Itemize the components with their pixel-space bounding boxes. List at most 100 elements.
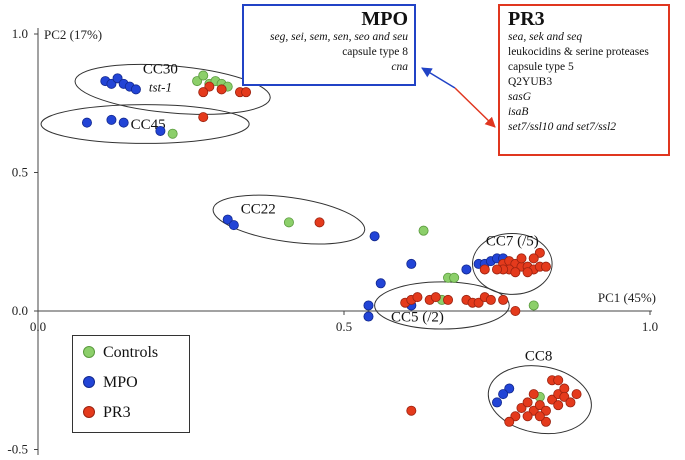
controls-marker-icon [83, 346, 95, 359]
mpo-box-line: seg, sei, sem, sen, seo and seu [270, 31, 408, 43]
cluster-label: CC5 (/2) [391, 310, 444, 326]
y-tick-label: 0.5 [12, 165, 28, 180]
pr3-point [485, 294, 496, 305]
x-tick-label: 0.0 [30, 319, 46, 334]
pr3-point [198, 87, 209, 98]
pr3-point [559, 383, 570, 394]
pr3-point [198, 112, 209, 123]
pr3-point [522, 411, 533, 422]
mpo-point [498, 389, 509, 400]
legend-label: MPO [103, 374, 138, 391]
pr3-point [204, 81, 215, 92]
mpo-point [112, 73, 123, 84]
legend-item-controls: Controls [83, 344, 158, 362]
pr3-point [565, 397, 576, 408]
pr3-info-box: PR3 sea, sek and seq leukocidins & serin… [498, 4, 670, 156]
mpo-point [375, 278, 386, 289]
pr3-point [216, 84, 227, 95]
mpo-point [130, 84, 141, 95]
pr3-box-line: capsule type 5 [508, 61, 574, 73]
mpo-box-line: cna [391, 61, 408, 73]
pr3-box-title: PR3 [508, 8, 545, 30]
pr3-point [547, 394, 558, 405]
pr3-box-line: leukocidins & serine proteases [508, 46, 649, 58]
pr3-point [553, 375, 564, 386]
controls-point [418, 225, 429, 236]
pr3-point [510, 267, 521, 278]
pr3-point [412, 292, 423, 303]
mpo-point [491, 397, 502, 408]
pr3-point [241, 87, 252, 98]
mpo-point [106, 78, 117, 89]
pr3-point [504, 416, 515, 427]
cluster-ellipse [472, 232, 553, 295]
mpo-point [228, 220, 239, 231]
cluster-ellipse [487, 365, 592, 435]
pr3-point [443, 294, 454, 305]
legend-label: Controls [103, 344, 159, 361]
pr3-box-line: Q2YUB3 [508, 76, 553, 88]
controls-point [167, 128, 178, 139]
pr3-point [516, 253, 527, 264]
pr3-point [534, 247, 545, 258]
pr3-box-line: set7/ssl10 and set7/ssl2 [508, 121, 616, 133]
pr3-box-line: isaB [508, 106, 529, 118]
mpo-point [406, 258, 417, 269]
cluster-label: CC7 (/5) [486, 233, 539, 249]
cluster-ellipse [374, 281, 510, 330]
mpo-point [461, 264, 472, 275]
y-axis-label: PC2 (17%) [44, 27, 102, 42]
pr3-point [522, 267, 533, 278]
controls-point [528, 300, 539, 311]
cluster-label: CC22 [241, 202, 276, 218]
pr3-point [571, 389, 582, 400]
cluster-ellipse [74, 63, 271, 115]
mpo-box-title: MPO [361, 8, 408, 30]
mpo-point [106, 114, 117, 125]
pr3-point [314, 217, 325, 228]
cluster-label: CC30 [143, 62, 178, 78]
legend: Controls MPO PR3 [72, 335, 190, 433]
y-tick-label: 0.0 [12, 303, 28, 318]
mpo-point [155, 125, 166, 136]
pr3-point [479, 264, 490, 275]
pr3-marker-icon [83, 406, 95, 419]
mpo-point [222, 214, 233, 225]
pr3-point [516, 402, 527, 413]
arrow-line-blue [421, 67, 456, 89]
mpo-point [363, 300, 374, 311]
controls-point [449, 272, 460, 283]
comparison-arrow [421, 67, 496, 128]
pr3-point [430, 292, 441, 303]
legend-item-pr3: PR3 [83, 404, 131, 422]
mpo-point [504, 383, 515, 394]
mpo-point [369, 231, 380, 242]
pr3-point [528, 389, 539, 400]
pr3-point [528, 253, 539, 264]
pr3-box-line: sea, sek and seq [508, 31, 583, 43]
arrow-line-red [454, 87, 496, 128]
cluster-ellipse [40, 104, 250, 144]
pr3-point [510, 411, 521, 422]
pr3-point [522, 397, 533, 408]
pr3-point [540, 416, 551, 427]
pr3-point [559, 391, 570, 402]
data-points [81, 70, 582, 427]
mpo-info-box: MPO seg, sei, sem, sen, seo and seu caps… [242, 4, 416, 86]
controls-point [283, 217, 294, 228]
controls-point [192, 76, 203, 87]
pr3-point [473, 297, 484, 308]
y-tick-label: -0.5 [7, 442, 28, 457]
controls-point [198, 70, 209, 81]
pr3-point [491, 264, 502, 275]
pr3-point [553, 400, 564, 411]
pr3-point [528, 405, 539, 416]
pr3-box-line: sasG [508, 91, 532, 103]
x-axis-label: PC1 (45%) [598, 290, 656, 305]
x-tick-label: 0.5 [336, 319, 352, 334]
mpo-point [363, 311, 374, 322]
y-tick-label: 1.0 [12, 26, 28, 41]
